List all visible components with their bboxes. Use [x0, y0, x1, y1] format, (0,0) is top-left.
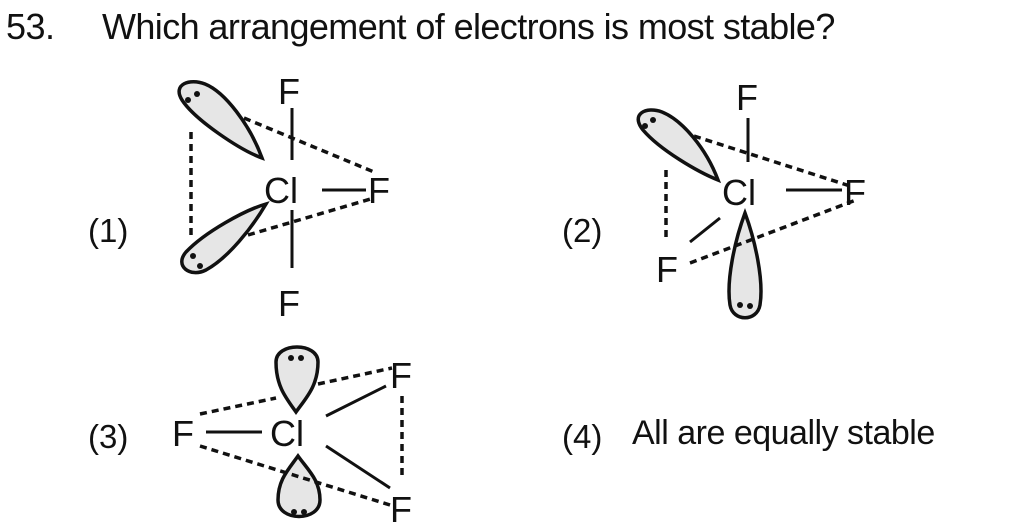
lone-pair-lobe-icon: [177, 79, 265, 161]
lone-pair-lobe-icon: [727, 207, 763, 320]
atom-f-top: F: [736, 77, 758, 118]
atom-f-bottom: F: [278, 283, 300, 324]
atom-f-right: F: [368, 170, 390, 211]
atom-f-right: F: [844, 172, 866, 213]
atom-cl-center: Cl: [722, 172, 756, 213]
atom-f-upper-right: F: [390, 355, 412, 396]
option-4-text: All are equally stable: [632, 414, 935, 452]
atom-cl-center: Cl: [264, 170, 298, 211]
question-number: 53.: [6, 6, 55, 47]
option-1-label: (1): [88, 212, 129, 249]
question-text: Which arrangement of electrons is most s…: [102, 6, 835, 47]
lone-pair-lobe-icon: [274, 345, 320, 416]
structure-2: F Cl F F: [636, 77, 866, 320]
structure-1: F Cl F F: [177, 71, 390, 324]
option-4-label: (4): [562, 418, 603, 455]
atom-f-lower-left: F: [656, 249, 678, 290]
atom-f-top: F: [278, 71, 300, 112]
lone-pair-lobe-icon: [276, 452, 322, 519]
atom-cl-center: Cl: [270, 413, 304, 454]
structure-3: F Cl F F: [172, 345, 412, 530]
lone-pair-lobe-icon: [636, 108, 722, 184]
atom-f-lower-right: F: [390, 489, 412, 530]
atom-f-left: F: [172, 413, 194, 454]
option-2-label: (2): [562, 212, 603, 249]
option-3-label: (3): [88, 418, 129, 455]
lone-pair-lobe-icon: [180, 201, 270, 275]
